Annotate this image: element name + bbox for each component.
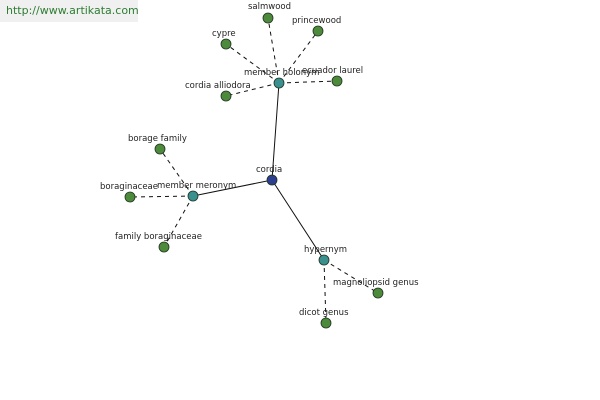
- node-member-meronym[interactable]: member meronym: [157, 181, 236, 202]
- node-cypre[interactable]: cypre: [212, 29, 236, 50]
- node-label: salmwood: [248, 2, 291, 12]
- edge-member-meronym-to-family-boraginaceae: [163, 195, 194, 248]
- node-label: cypre: [212, 29, 236, 39]
- node-family-boraginaceae[interactable]: family boraginaceae: [115, 232, 202, 253]
- node-label: dicot genus: [299, 308, 349, 318]
- node-circle[interactable]: [372, 287, 384, 299]
- node-circle[interactable]: [187, 190, 199, 202]
- node-boraginaceae[interactable]: boraginaceae: [100, 182, 158, 203]
- edge-cordia-to-member-holonym: [271, 82, 280, 181]
- node-circle[interactable]: [312, 25, 324, 37]
- node-circle[interactable]: [318, 254, 330, 266]
- node-salmwood[interactable]: salmwood: [248, 2, 291, 24]
- nodes-layer: cordia member holonym member meronym hypern…: [100, 2, 419, 329]
- node-dicot-genus[interactable]: dicot genus: [299, 308, 349, 329]
- edge-cordia-to-hypernym: [271, 179, 325, 261]
- edges-layer: [129, 17, 379, 324]
- edge-member-meronym-to-borage-family: [159, 148, 194, 197]
- node-circle[interactable]: [266, 174, 278, 186]
- edge-member-meronym-to-boraginaceae: [129, 195, 194, 198]
- node-borage-family[interactable]: borage family: [128, 134, 187, 155]
- node-label: cordia: [256, 165, 282, 175]
- edge-member-holonym-to-princewood: [278, 30, 319, 84]
- edge-member-holonym-to-salmwood: [267, 17, 280, 84]
- node-circle[interactable]: [154, 143, 166, 155]
- node-circle[interactable]: [158, 241, 170, 253]
- node-label: member holonym: [244, 68, 319, 78]
- node-circle[interactable]: [220, 90, 232, 102]
- node-circle[interactable]: [262, 12, 274, 24]
- node-label: ecuador laurel: [302, 66, 363, 76]
- node-circle[interactable]: [220, 38, 232, 50]
- edge-member-holonym-to-cordia-alliodora: [225, 82, 280, 97]
- node-label: member meronym: [157, 181, 236, 191]
- node-hypernym[interactable]: hypernym: [304, 245, 347, 266]
- node-label: family boraginaceae: [115, 232, 202, 242]
- node-label: borage family: [128, 134, 187, 144]
- edge-member-holonym-to-cypre: [225, 43, 280, 84]
- edge-hypernym-to-dicot-genus: [323, 259, 327, 324]
- node-circle[interactable]: [124, 191, 136, 203]
- node-princewood[interactable]: princewood: [292, 16, 341, 37]
- edge-cordia-to-member-meronym: [192, 179, 273, 197]
- node-label: magnoliopsid genus: [333, 278, 419, 288]
- node-label: princewood: [292, 16, 341, 26]
- node-label: hypernym: [304, 245, 347, 255]
- node-label: cordia alliodora: [185, 81, 251, 91]
- node-cordia-alliodora[interactable]: cordia alliodora: [185, 81, 251, 102]
- edge-member-holonym-to-ecuador-laurel: [278, 80, 338, 84]
- node-circle[interactable]: [273, 77, 285, 89]
- node-label: boraginaceae: [100, 182, 158, 192]
- node-circle[interactable]: [320, 317, 332, 329]
- node-magnoliopsid-genus[interactable]: magnoliopsid genus: [333, 278, 419, 299]
- edge-hypernym-to-magnoliopsid-genus: [323, 259, 379, 294]
- node-member-holonym[interactable]: member holonym: [244, 68, 319, 89]
- node-circle[interactable]: [331, 75, 343, 87]
- node-ecuador-laurel[interactable]: ecuador laurel: [302, 66, 363, 87]
- watermark-url: http://www.artikata.com: [0, 0, 139, 22]
- node-cordia[interactable]: cordia: [256, 165, 282, 186]
